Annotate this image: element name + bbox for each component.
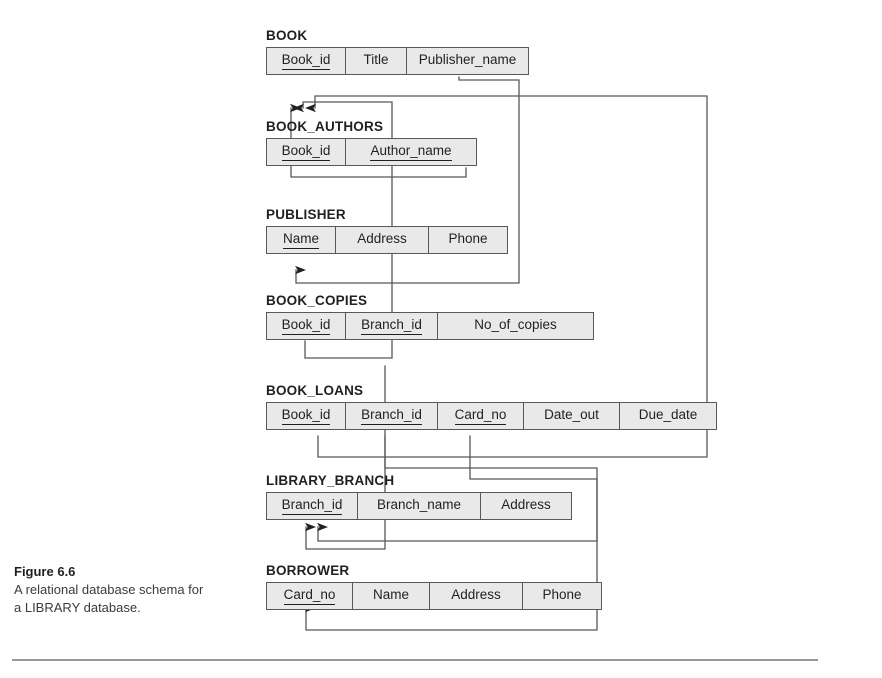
attribute-bookauthors-author-name: Author_name <box>346 139 476 165</box>
attribute-book-title: Title <box>346 48 407 74</box>
attribute-bookloans-date-out: Date_out <box>524 403 620 429</box>
relation-title-book-authors: BOOK_AUTHORS <box>266 119 384 134</box>
relation-table-book-loans: Book_id Branch_id Card_no Date_out Due_d… <box>266 402 717 430</box>
footer-rule <box>12 659 818 661</box>
attribute-bookloans-branch-id: Branch_id <box>346 403 438 429</box>
relation-title-book: BOOK <box>266 28 308 43</box>
figure-label: Figure 6.6 <box>14 564 76 579</box>
relation-publisher: PUBLISHER Name Address Phone <box>266 208 508 254</box>
attribute-publisher-name: Name <box>267 227 336 253</box>
relation-title-book-loans: BOOK_LOANS <box>266 383 364 398</box>
attribute-book-publisher-name: Publisher_name <box>407 48 528 74</box>
attribute-bookloans-book-id: Book_id <box>267 403 346 429</box>
relation-table-book-copies: Book_id Branch_id No_of_copies <box>266 312 594 340</box>
relation-book-copies: BOOK_COPIES Book_id Branch_id No_of_copi… <box>266 294 594 340</box>
figure-caption: Figure 6.6 A relational database schema … <box>14 563 204 617</box>
attribute-borrower-name: Name <box>353 583 430 609</box>
relation-book-authors: BOOK_AUTHORS Book_id Author_name <box>266 120 477 166</box>
relation-title-library-branch: LIBRARY_BRANCH <box>266 473 395 488</box>
relation-book: BOOK Book_id Title Publisher_name <box>266 29 529 75</box>
attribute-bookcopies-no-of-copies: No_of_copies <box>438 313 593 339</box>
attribute-borrower-card-no: Card_no <box>267 583 353 609</box>
attribute-publisher-phone: Phone <box>429 227 507 253</box>
relation-table-borrower: Card_no Name Address Phone <box>266 582 602 610</box>
attribute-bookauthors-book-id: Book_id <box>267 139 346 165</box>
relation-title-borrower: BORROWER <box>266 563 350 578</box>
attribute-book-book-id: Book_id <box>267 48 346 74</box>
relation-table-publisher: Name Address Phone <box>266 226 508 254</box>
attribute-borrower-address: Address <box>430 583 523 609</box>
attribute-bookloans-due-date: Due_date <box>620 403 716 429</box>
relation-title-book-copies: BOOK_COPIES <box>266 293 368 308</box>
relation-table-library-branch: Branch_id Branch_name Address <box>266 492 572 520</box>
relation-library-branch: LIBRARY_BRANCH Branch_id Branch_name Add… <box>266 474 572 520</box>
relation-book-loans: BOOK_LOANS Book_id Branch_id Card_no Dat… <box>266 384 717 430</box>
figure-caption-text: A relational database schema for a LIBRA… <box>14 582 204 615</box>
attribute-borrower-phone: Phone <box>523 583 601 609</box>
relation-borrower: BORROWER Card_no Name Address Phone <box>266 564 602 610</box>
attribute-publisher-address: Address <box>336 227 429 253</box>
attribute-librarybranch-address: Address <box>481 493 571 519</box>
attribute-bookcopies-branch-id: Branch_id <box>346 313 438 339</box>
relation-table-book-authors: Book_id Author_name <box>266 138 477 166</box>
attribute-librarybranch-branch-name: Branch_name <box>358 493 481 519</box>
relation-title-publisher: PUBLISHER <box>266 207 346 222</box>
relation-table-book: Book_id Title Publisher_name <box>266 47 529 75</box>
attribute-bookcopies-book-id: Book_id <box>267 313 346 339</box>
attribute-bookloans-card-no: Card_no <box>438 403 524 429</box>
attribute-librarybranch-branch-id: Branch_id <box>267 493 358 519</box>
